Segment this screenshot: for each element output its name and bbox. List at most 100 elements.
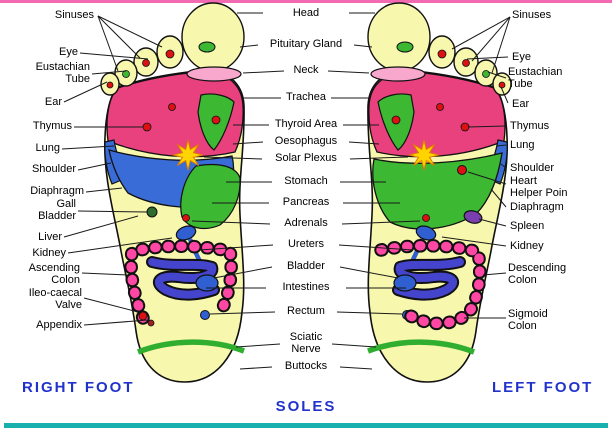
label-center-thyroid: Thyroid Area <box>274 118 338 130</box>
leader-line <box>487 71 507 79</box>
leader-line <box>239 44 259 48</box>
left-foot <box>368 2 512 383</box>
label-left-ascending-colon: Ascending Colon <box>28 262 80 287</box>
label-center-adrenals: Adrenals <box>284 217 328 229</box>
leader-line <box>209 311 276 315</box>
leader-line <box>348 141 380 145</box>
leader-line <box>239 366 273 370</box>
gall-bladder-point <box>146 206 158 218</box>
label-center-solar-plexus: Solar Plexus <box>275 152 337 164</box>
leader-line <box>482 272 507 276</box>
leader-line <box>327 70 370 74</box>
leader-line <box>349 156 409 160</box>
leader-line <box>242 70 285 74</box>
label-right-diaphragm: Diaphragm <box>510 201 564 213</box>
top-divider-line <box>0 0 612 3</box>
leader-lines <box>61 12 511 370</box>
leader-line <box>467 125 507 128</box>
label-left-liver: Liver <box>38 231 62 243</box>
leader-line <box>83 297 139 313</box>
label-right-shoulder: Shoulder <box>510 162 555 174</box>
leader-line <box>500 86 509 104</box>
label-left-diaphragm: Diaphragm <box>30 185 84 197</box>
leader-line <box>63 215 139 238</box>
leader-line <box>79 52 149 60</box>
label-center-oesophagus: Oesophagus <box>274 135 338 147</box>
label-left-lung: Lung <box>35 142 60 154</box>
leader-line <box>235 343 281 348</box>
label-right-eye: Eye <box>512 51 531 63</box>
leader-line <box>341 220 421 225</box>
label-right-heart-helper-point: Heart Helper Poin <box>510 175 568 200</box>
leader-line <box>198 244 274 251</box>
label-left-thymus: Thymus <box>32 120 72 132</box>
leader-line <box>331 343 377 348</box>
title-soles: SOLES <box>275 398 337 415</box>
caption-right-foot: RIGHT FOOT <box>22 379 135 396</box>
label-left-sinuses: Sinuses <box>54 9 94 21</box>
leader-line <box>213 266 273 279</box>
label-right-sigmoid-colon: Sigmoid Colon <box>508 308 548 333</box>
colon-shape <box>126 241 236 323</box>
leader-line <box>500 163 507 169</box>
leader-line <box>77 210 149 213</box>
label-left-appendix: Appendix <box>36 319 82 331</box>
label-center-head: Head <box>292 7 320 19</box>
label-center-rectum: Rectum <box>287 305 325 317</box>
leader-line <box>67 237 173 254</box>
label-center-ureters: Ureters <box>287 238 325 250</box>
leader-line <box>491 16 511 74</box>
label-left-ileo-caecal-valve: Ileo-caecal Valve <box>28 287 82 312</box>
leader-line <box>339 366 373 370</box>
label-center-pituitary: Pituitary Gland <box>269 38 343 50</box>
label-center-sciatic-nerve: Sciatic Nerve <box>289 331 323 356</box>
leader-line <box>490 188 507 208</box>
label-right-kidney: Kidney <box>510 240 544 252</box>
right-foot <box>100 2 244 383</box>
label-right-sinuses: Sinuses <box>512 9 552 21</box>
label-right-descending-colon: Descending Colon <box>508 262 567 287</box>
heart-helper-point <box>457 165 467 175</box>
leader-line <box>97 15 119 72</box>
label-center-buttocks: Buttocks <box>284 360 328 372</box>
leader-line <box>97 15 163 48</box>
colon-shape <box>376 241 485 329</box>
ileo-caecal-point <box>138 311 148 321</box>
leader-line <box>83 319 149 326</box>
bottom-divider-line <box>4 423 608 428</box>
label-left-eustachian-tube: Eustachian Tube <box>35 61 90 86</box>
leader-line <box>339 266 399 279</box>
leader-line <box>353 44 373 48</box>
label-left-ear: Ear <box>44 96 62 108</box>
leader-line <box>81 272 129 276</box>
label-center-stomach: Stomach <box>284 175 328 187</box>
leader-line <box>466 56 509 60</box>
caption-left-foot: LEFT FOOT <box>492 379 594 396</box>
appendix-point <box>147 319 155 327</box>
label-center-bladder: Bladder <box>287 260 325 272</box>
leader-line <box>441 236 507 247</box>
label-right-ear: Ear <box>512 98 530 110</box>
leader-line <box>77 162 112 171</box>
label-left-shoulder: Shoulder <box>31 163 76 175</box>
label-left-kidney: Kidney <box>32 247 66 259</box>
leader-line <box>85 187 123 193</box>
label-left-eye: Eye <box>59 46 78 58</box>
label-center-neck: Neck <box>293 64 319 76</box>
leader-line <box>191 220 271 225</box>
label-center-pancreas: Pancreas <box>282 196 330 208</box>
leader-line <box>478 218 507 227</box>
leader-line <box>91 70 127 75</box>
leader-line <box>336 311 403 315</box>
leader-line <box>338 244 414 251</box>
leader-line <box>97 15 141 59</box>
leader-line <box>63 81 108 103</box>
leader-line <box>451 16 511 50</box>
label-right-thymus: Thymus <box>510 120 550 132</box>
label-center-intestines: Intestines <box>282 281 330 293</box>
leader-line <box>496 144 507 147</box>
stomach-zone <box>180 163 241 230</box>
label-right-lung: Lung <box>510 139 535 151</box>
